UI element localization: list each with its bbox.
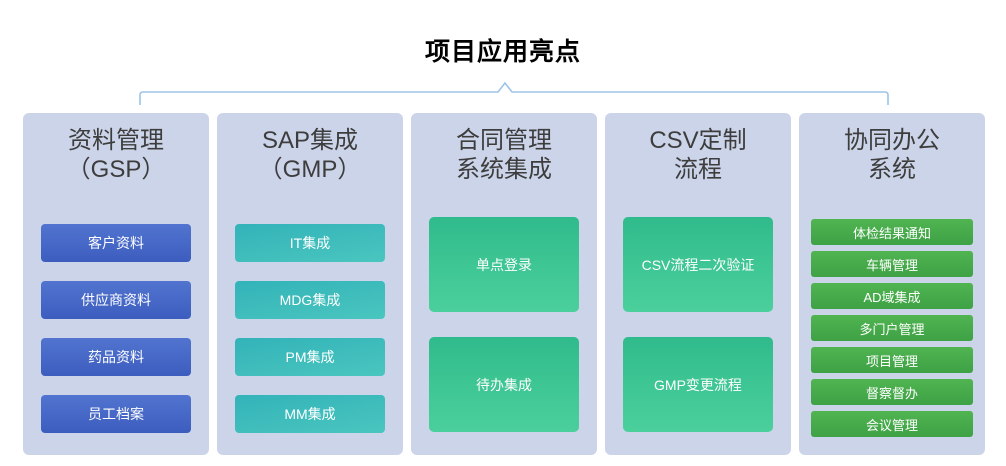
column-header-line: CSV定制 — [649, 127, 747, 154]
column-item: GMP变更流程 — [623, 337, 773, 432]
column-contract-system-integration: 合同管理系统集成单点登录待办集成 — [411, 113, 597, 455]
bracket-path — [139, 81, 889, 105]
column-item: MM集成 — [235, 395, 385, 433]
column-item: 车辆管理 — [811, 251, 973, 277]
diagram-title: 项目应用亮点 — [424, 38, 581, 66]
column-item: 药品资料 — [41, 338, 191, 376]
column-item: 多门户管理 — [811, 315, 973, 341]
bracket-connector — [139, 81, 889, 105]
column-item: CSV流程二次验证 — [623, 217, 773, 312]
column-header-line: 资料管理 — [68, 127, 164, 154]
column-item: MDG集成 — [235, 281, 385, 319]
column-item: 督察督办 — [811, 379, 973, 405]
column-header-line: 流程 — [674, 155, 722, 183]
column-item-list: 客户资料供应商资料药品资料员工档案 — [23, 217, 209, 433]
column-item: 项目管理 — [811, 347, 973, 373]
column-data-management: 资料管理（GSP）客户资料供应商资料药品资料员工档案 — [23, 113, 209, 455]
column-header: 合同管理系统集成 — [411, 113, 597, 217]
column-header-line: （GSP） — [66, 155, 166, 183]
column-item: 会议管理 — [811, 411, 973, 437]
column-item: 待办集成 — [429, 337, 579, 432]
column-item: 供应商资料 — [41, 281, 191, 319]
column-header: 资料管理（GSP） — [23, 113, 209, 217]
column-item-list: IT集成 MDG集成 PM集成 MM集成 — [217, 217, 403, 433]
column-header-line: SAP集成 — [261, 127, 359, 154]
column-header-line: 系统集成 — [456, 155, 552, 183]
column-sap-integration: SAP集成（GMP） IT集成 MDG集成 PM集成 MM集成 — [217, 113, 403, 455]
column-item: PM集成 — [235, 338, 385, 376]
column-item: 体检结果通知 — [811, 219, 973, 245]
column-item-list: CSV流程二次验证 GMP变更流程 — [605, 217, 791, 432]
column-header: SAP集成（GMP） — [217, 113, 403, 217]
column-header-line: （GMP） — [258, 155, 362, 183]
column-item: 员工档案 — [41, 395, 191, 433]
column-header-line: 协同办公 — [844, 127, 940, 154]
column-header-line: 系统 — [868, 155, 916, 183]
column-item: AD域集成 — [811, 283, 973, 309]
column-header: 协同办公系统 — [799, 113, 985, 217]
column-item-list: 单点登录待办集成 — [411, 217, 597, 432]
column-header-line: 合同管理 — [456, 127, 552, 154]
column-header: CSV定制流程 — [605, 113, 791, 217]
column-item: 客户资料 — [41, 224, 191, 262]
column-item-list: 体检结果通知车辆管理 AD域集成多门户管理项目管理督察督办会议管理 — [799, 217, 985, 437]
column-item: 单点登录 — [429, 217, 579, 312]
column-item: IT集成 — [235, 224, 385, 262]
